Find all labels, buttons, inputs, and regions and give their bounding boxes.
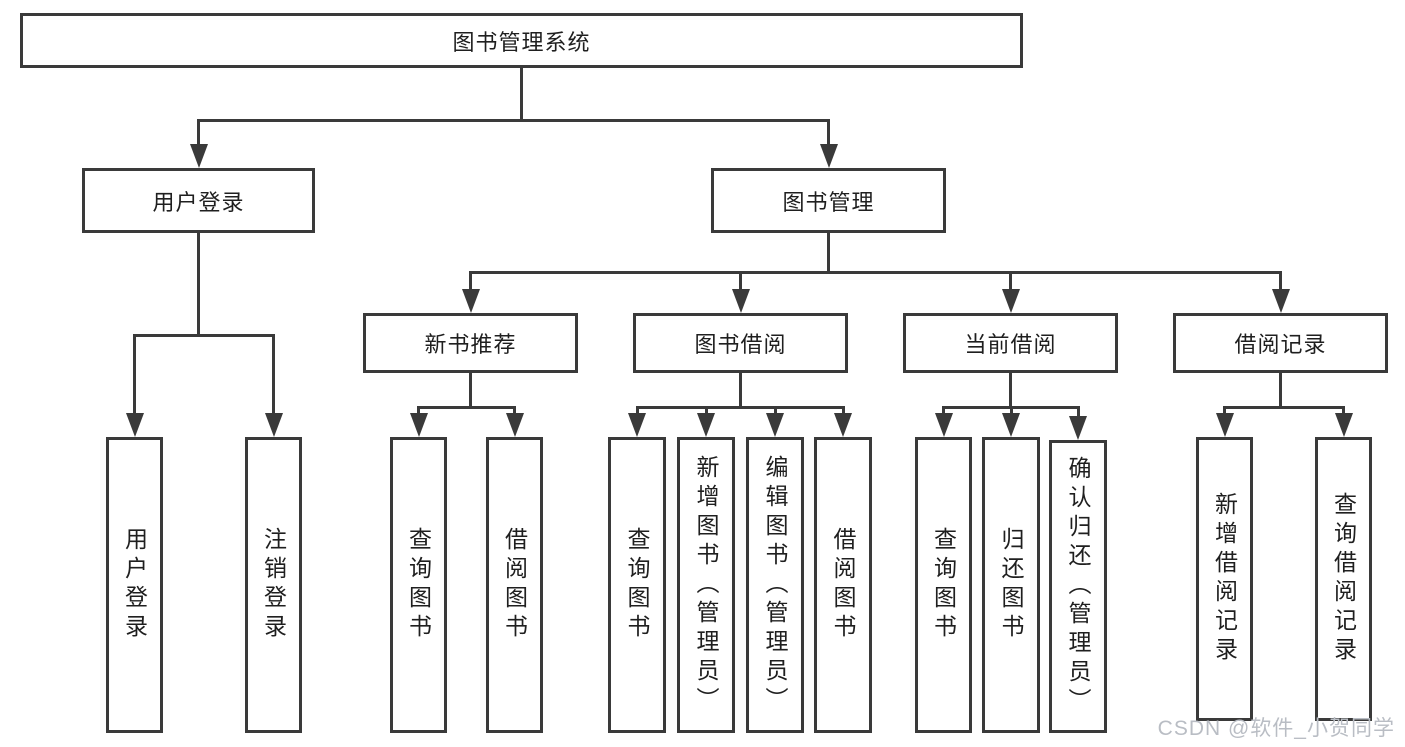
node-bb-edit-books-admin: 编辑图书（管理员）: [746, 437, 804, 733]
node-user-login-group: 用户登录: [82, 168, 315, 233]
node-br-query-record: 查询借阅记录: [1315, 437, 1372, 721]
node-label-borrowing-records: 借阅记录: [1234, 332, 1327, 357]
arrow-down-icon: [1069, 416, 1087, 440]
node-label-user-login-group: 用户登录: [152, 189, 245, 215]
connector-stem-user-login-group: [197, 233, 200, 337]
node-label-new-book-recommend: 新书推荐: [424, 332, 517, 357]
node-label-nbr-borrow-books: 借阅图书: [501, 527, 528, 643]
connector-drop-bb-borrow-books: [841, 407, 845, 417]
connector-drop-user-login: [133, 335, 136, 417]
node-cb-confirm-return-admin: 确认归还（管理员）: [1049, 440, 1107, 733]
node-label-bb-borrow-books: 借阅图书: [830, 527, 856, 643]
node-label-cb-query-books: 查询图书: [930, 527, 957, 643]
node-book-management: 图书管理: [711, 168, 946, 233]
connector-drop-user-login-group: [197, 120, 200, 148]
node-current-borrowing: 当前借阅: [903, 313, 1118, 373]
arrow-down-icon: [1271, 289, 1290, 313]
arrow-down-icon: [505, 413, 524, 437]
node-label-bb-query-books: 查询图书: [624, 527, 650, 643]
connector-drop-book-borrowing: [739, 272, 742, 293]
arrow-down-icon: [1215, 413, 1234, 437]
connector-drop-cb-confirm-return-admin: [1076, 407, 1080, 420]
node-label-book-management: 图书管理: [782, 189, 875, 215]
node-label-logout: 注销登录: [260, 527, 287, 643]
connector-stem-root: [520, 68, 523, 122]
node-root: 图书管理系统: [20, 13, 1023, 68]
connector-drop-br-query-record: [1342, 407, 1345, 417]
arrow-down-icon: [934, 413, 953, 437]
connector-stem-borrowing-records: [1279, 373, 1282, 409]
node-label-bb-edit-books-admin: 编辑图书（管理员）: [762, 454, 788, 716]
connector-drop-logout: [272, 335, 275, 417]
node-label-current-borrowing: 当前借阅: [964, 332, 1057, 357]
connector-stem-book-management: [827, 233, 830, 274]
connector-branch-new-book-recommend: [417, 405, 516, 409]
arrow-down-icon: [1001, 289, 1020, 313]
node-label-br-add-record: 新增借阅记录: [1211, 492, 1238, 666]
connector-stem-book-borrowing: [739, 373, 742, 409]
arrow-down-icon: [125, 413, 144, 437]
node-bb-borrow-books: 借阅图书: [814, 437, 872, 733]
arrow-down-icon: [628, 413, 646, 437]
node-logout: 注销登录: [245, 437, 302, 733]
node-bb-query-books: 查询图书: [608, 437, 666, 733]
node-nbr-query-books: 查询图书: [390, 437, 447, 733]
node-label-root: 图书管理系统: [452, 29, 591, 55]
arrow-down-icon: [1002, 413, 1020, 437]
connector-branch-book-management: [469, 270, 1282, 274]
connector-drop-bb-edit-books-admin: [773, 407, 777, 417]
node-label-bb-add-books-admin: 新增图书（管理员）: [693, 454, 719, 716]
node-cb-return-books: 归还图书: [982, 437, 1040, 733]
connector-drop-nbr-query-books: [417, 407, 420, 417]
arrow-down-icon: [461, 289, 480, 313]
connector-drop-nbr-borrow-books: [513, 407, 516, 417]
arrow-down-icon: [1334, 413, 1353, 437]
node-new-book-recommend: 新书推荐: [363, 313, 578, 373]
node-label-cb-confirm-return-admin: 确认归还（管理员）: [1065, 456, 1091, 717]
node-nbr-borrow-books: 借阅图书: [486, 437, 543, 733]
arrow-down-icon: [731, 289, 750, 313]
connector-branch-book-borrowing: [635, 405, 845, 409]
connector-branch-borrowing-records: [1223, 405, 1345, 409]
node-book-borrowing: 图书借阅: [633, 313, 848, 373]
connector-drop-bb-query-books: [635, 407, 639, 417]
arrow-down-icon: [697, 413, 715, 437]
connector-drop-current-borrowing: [1009, 272, 1012, 293]
arrow-down-icon: [834, 413, 852, 437]
arrow-down-icon: [409, 413, 428, 437]
connector-drop-bb-add-books-admin: [704, 407, 708, 417]
connector-drop-book-management: [827, 120, 830, 148]
arrow-down-icon: [189, 144, 208, 168]
arrow-down-icon: [264, 413, 283, 437]
arrow-down-icon: [819, 144, 838, 168]
connector-branch-user-login-group: [133, 333, 275, 337]
node-label-book-borrowing: 图书借阅: [694, 332, 787, 357]
node-user-login: 用户登录: [106, 437, 163, 733]
node-label-br-query-record: 查询借阅记录: [1330, 492, 1357, 666]
arrow-down-icon: [766, 413, 784, 437]
connector-drop-borrowing-records: [1279, 272, 1282, 293]
connector-drop-br-add-record: [1223, 407, 1226, 417]
watermark: CSDN @软件_小贺同学: [1157, 717, 1395, 740]
node-cb-query-books: 查询图书: [915, 437, 972, 733]
connector-drop-cb-return-books: [1009, 407, 1013, 417]
connector-drop-cb-query-books: [942, 407, 945, 417]
node-label-user-login: 用户登录: [121, 527, 148, 643]
connector-drop-new-book-recommend: [469, 272, 472, 293]
connector-stem-current-borrowing: [1009, 373, 1012, 409]
connector-stem-new-book-recommend: [469, 373, 472, 409]
node-label-nbr-query-books: 查询图书: [405, 527, 432, 643]
node-bb-add-books-admin: 新增图书（管理员）: [677, 437, 735, 733]
connector-branch-root: [197, 118, 830, 122]
node-br-add-record: 新增借阅记录: [1196, 437, 1253, 721]
node-borrowing-records: 借阅记录: [1173, 313, 1388, 373]
node-label-cb-return-books: 归还图书: [998, 527, 1024, 643]
